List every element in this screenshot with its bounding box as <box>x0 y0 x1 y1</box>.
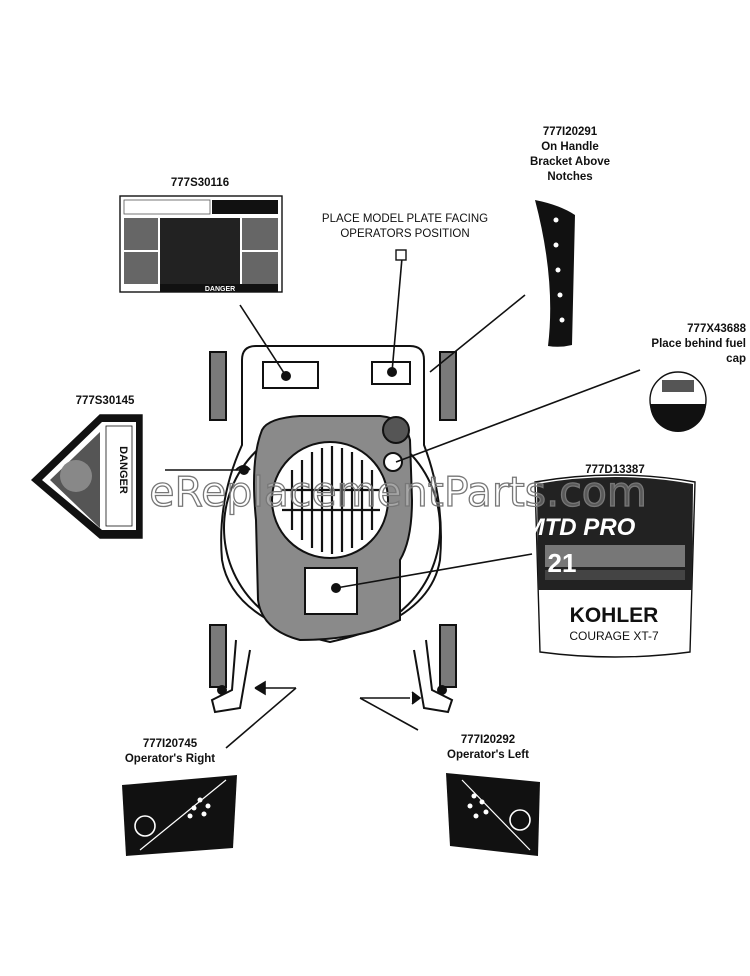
decal-777X43688 <box>649 371 707 432</box>
model-plate-note-line2: OPERATORS POSITION <box>340 228 470 240</box>
part-label-777I20291-line1: 777I20291 <box>542 126 598 138</box>
decal-777I20292 <box>446 773 540 856</box>
mtd-brand-text: MTD PRO <box>525 514 636 541</box>
part-label-777I20745-line1: 777I20745 <box>142 738 198 750</box>
decal-danger-text-top: DANGER <box>205 286 235 293</box>
part-label-777X43688-line2: Place behind fuel <box>651 338 746 350</box>
part-label-777I20291: 777I20291 On Handle Bracket Above Notche… <box>500 125 640 185</box>
watermark: eReplacementParts.com <box>149 467 648 516</box>
decal-777S30145 <box>30 414 143 539</box>
kohler-model-text: COURAGE XT-7 <box>569 629 659 643</box>
part-label-777I20291-line4: Notches <box>547 171 593 183</box>
mtd-size-text: 21 <box>548 548 577 578</box>
part-label-777I20745: 777I20745 Operator's Right <box>100 737 240 767</box>
part-label-777S30116: 777S30116 <box>170 177 230 189</box>
part-label-777X43688: 777X43688 Place behind fuel cap <box>606 322 746 367</box>
part-label-777D13387: 777D13387 <box>585 464 645 476</box>
part-label-777S30145: 777S30145 <box>75 395 135 407</box>
model-plate-marker <box>395 249 407 261</box>
decal-danger-text-shield: DANGER <box>117 446 129 494</box>
part-label-777X43688-line3: cap <box>726 353 746 365</box>
part-label-777I20292-line1: 777I20292 <box>460 734 516 746</box>
model-plate-note-line1: PLACE MODEL PLATE FACING <box>321 213 489 225</box>
mower-assembly <box>209 345 457 714</box>
decal-777D13387 <box>534 474 696 658</box>
part-label-777I20292-line2: Operator's Left <box>447 749 529 761</box>
decal-777S30116 <box>119 195 283 293</box>
part-label-777I20291-line2: On Handle <box>541 141 599 153</box>
part-label-777X43688-line1: 777X43688 <box>687 323 746 335</box>
leader-lines <box>165 257 641 749</box>
model-plate-note: PLACE MODEL PLATE FACING OPERATORS POSIT… <box>300 212 510 242</box>
part-label-777I20291-line3: Bracket Above <box>529 156 611 168</box>
part-label-777I20745-line2: Operator's Right <box>124 753 216 765</box>
part-label-777I20292: 777I20292 Operator's Left <box>418 733 558 763</box>
decal-777I20291 <box>535 200 575 347</box>
kohler-brand-text: KOHLER <box>570 604 659 627</box>
decal-777I20745 <box>122 775 237 856</box>
